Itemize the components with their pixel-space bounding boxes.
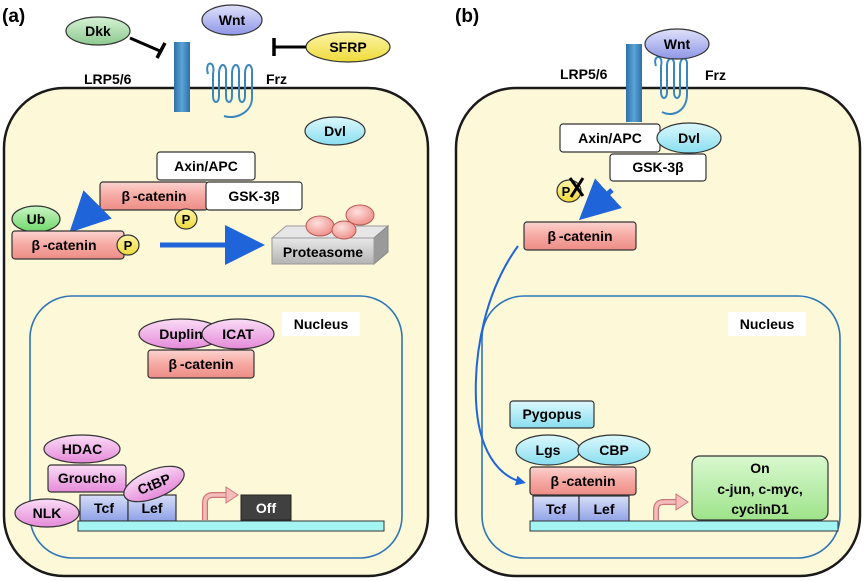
beta-catenin-free-box: [523, 221, 637, 251]
lrp-label-a: LRP5/6: [84, 71, 132, 87]
beta-catenin-nuclear-a-box: [147, 349, 255, 379]
lef-box-b: [578, 495, 630, 523]
beta-catenin-nuclear-b-box: [529, 466, 637, 496]
groucho-box: [47, 464, 127, 493]
dna-strand-b: [529, 520, 839, 532]
dkk-inhibition-bar: [155, 42, 167, 59]
beta-catenin-free-label: β -catenin: [547, 228, 612, 244]
degraded-fragment-3: [345, 204, 375, 226]
sfrp-label: SFRP: [329, 39, 366, 55]
tcf-label-b: Tcf: [546, 501, 566, 517]
dvl-node-a: [304, 116, 366, 146]
nucleus-label-bg-a: [282, 312, 360, 336]
frizzled-receptor-a: [206, 62, 254, 118]
nucleus-b: [481, 295, 841, 559]
icat-label: ICAT: [222, 326, 254, 342]
promoter-arrow-b: [654, 500, 678, 520]
off-label: Off: [256, 500, 277, 516]
dvl-label-b: Dvl: [678, 130, 700, 146]
dvl-label-a: Dvl: [324, 123, 346, 139]
dvl-node-b: [656, 122, 722, 154]
panel-a-label: (a): [2, 6, 25, 27]
nucleus-label-a: Nucleus: [294, 316, 349, 332]
icat-node: [201, 318, 275, 350]
tcf-box-b: [532, 495, 580, 523]
on-label: On: [750, 460, 769, 476]
duplin-label: Duplin: [159, 326, 203, 342]
target-genes-line-2: cyclinD1: [731, 501, 789, 517]
tcf-label-a: Tcf: [94, 500, 114, 516]
nucleus-a: [29, 295, 403, 559]
dkk-inhibition-line: [129, 36, 161, 53]
gsk3b-label-b: GSK-3β: [632, 159, 684, 175]
lrp-label-b: LRP5/6: [560, 66, 608, 82]
nuclear-translocation-arrow: [474, 245, 526, 486]
gsk3b-label-a: GSK-3β: [228, 188, 280, 204]
axin-apc-label-a: Axin/APC: [174, 158, 238, 174]
frz-label-a: Frz: [266, 71, 287, 87]
proteasome-label: Proteasome: [283, 244, 363, 260]
lef-label-b: Lef: [594, 501, 615, 517]
beta-catenin-nuclear-a-label: β -catenin: [168, 356, 233, 372]
ub-label: Ub: [27, 211, 46, 227]
nucleus-label-bg-b: [728, 312, 806, 336]
cbp-label: CBP: [599, 442, 629, 458]
hdac-node: [43, 434, 121, 464]
phospho-label-ub: P: [124, 238, 133, 253]
lrp-receptor-a: [174, 42, 190, 112]
axin-apc-box-a: [156, 151, 256, 181]
promoter-arrow-a: [203, 493, 228, 520]
wnt-node-b: [644, 28, 710, 60]
dkk-node: [65, 16, 131, 46]
pygopus-box: [509, 400, 595, 429]
gsk3b-box-b: [609, 153, 707, 182]
panel-b-label: (b): [455, 6, 479, 27]
ctbp-node: [123, 465, 185, 503]
promoter-arrowhead-b: [675, 493, 689, 511]
lef-label-a: Lef: [142, 500, 163, 516]
groucho-label: Groucho: [58, 470, 116, 486]
frz-label-b: Frz: [705, 67, 726, 83]
dna-strand-a: [77, 520, 385, 532]
nlk-label: NLK: [33, 505, 62, 521]
frizzled-receptor-b: [654, 56, 689, 115]
wnt-label-a: Wnt: [219, 12, 246, 28]
phospho-node-complex: [174, 208, 198, 230]
nlk-node: [14, 498, 80, 528]
phospho-label-complex: P: [182, 212, 191, 227]
axin-apc-label-b: Axin/APC: [578, 130, 642, 146]
lgs-label: Lgs: [536, 442, 561, 458]
beta-catenin-nuclear-b-label: β -catenin: [550, 473, 615, 489]
wnt-node-a: [201, 4, 263, 36]
target-genes-line-1: c-jun, c-myc,: [717, 481, 803, 497]
ubiquitination-arrow: [69, 190, 112, 233]
lrp-receptor-b: [626, 44, 642, 122]
gsk3b-box-a: [205, 181, 303, 211]
panel-b: (b) LRP5/6 Frz Wnt Axin/APC Dvl GSK-3β P…: [454, 6, 862, 578]
nucleus-label-b: Nucleus: [740, 316, 795, 332]
beta-catenin-ub-label: β -catenin: [31, 237, 96, 253]
pygopus-label: Pygopus: [522, 406, 581, 422]
off-box: [240, 494, 292, 521]
hdac-label: HDAC: [62, 441, 102, 457]
phospho-node-ub: [116, 234, 140, 256]
phospho-label-b: P: [562, 184, 571, 199]
on-box: [691, 455, 829, 521]
release-arrow: [578, 178, 622, 221]
degraded-fragment-1: [305, 215, 335, 237]
ctbp-node-group: CtBP: [123, 465, 185, 503]
beta-catenin-complex-label: β -catenin: [121, 188, 186, 204]
promoter-arrowhead-a: [225, 486, 239, 504]
dkk-label: Dkk: [85, 23, 111, 39]
wnt-label-b: Wnt: [664, 36, 691, 52]
panel-a: (a) LRP5/6 Frz Dkk Wnt SFRP Dvl Axin/APC…: [2, 4, 430, 578]
cbp-node: [577, 434, 651, 466]
degraded-fragment-2: [331, 220, 357, 240]
proteasome: Proteasome: [270, 224, 390, 266]
